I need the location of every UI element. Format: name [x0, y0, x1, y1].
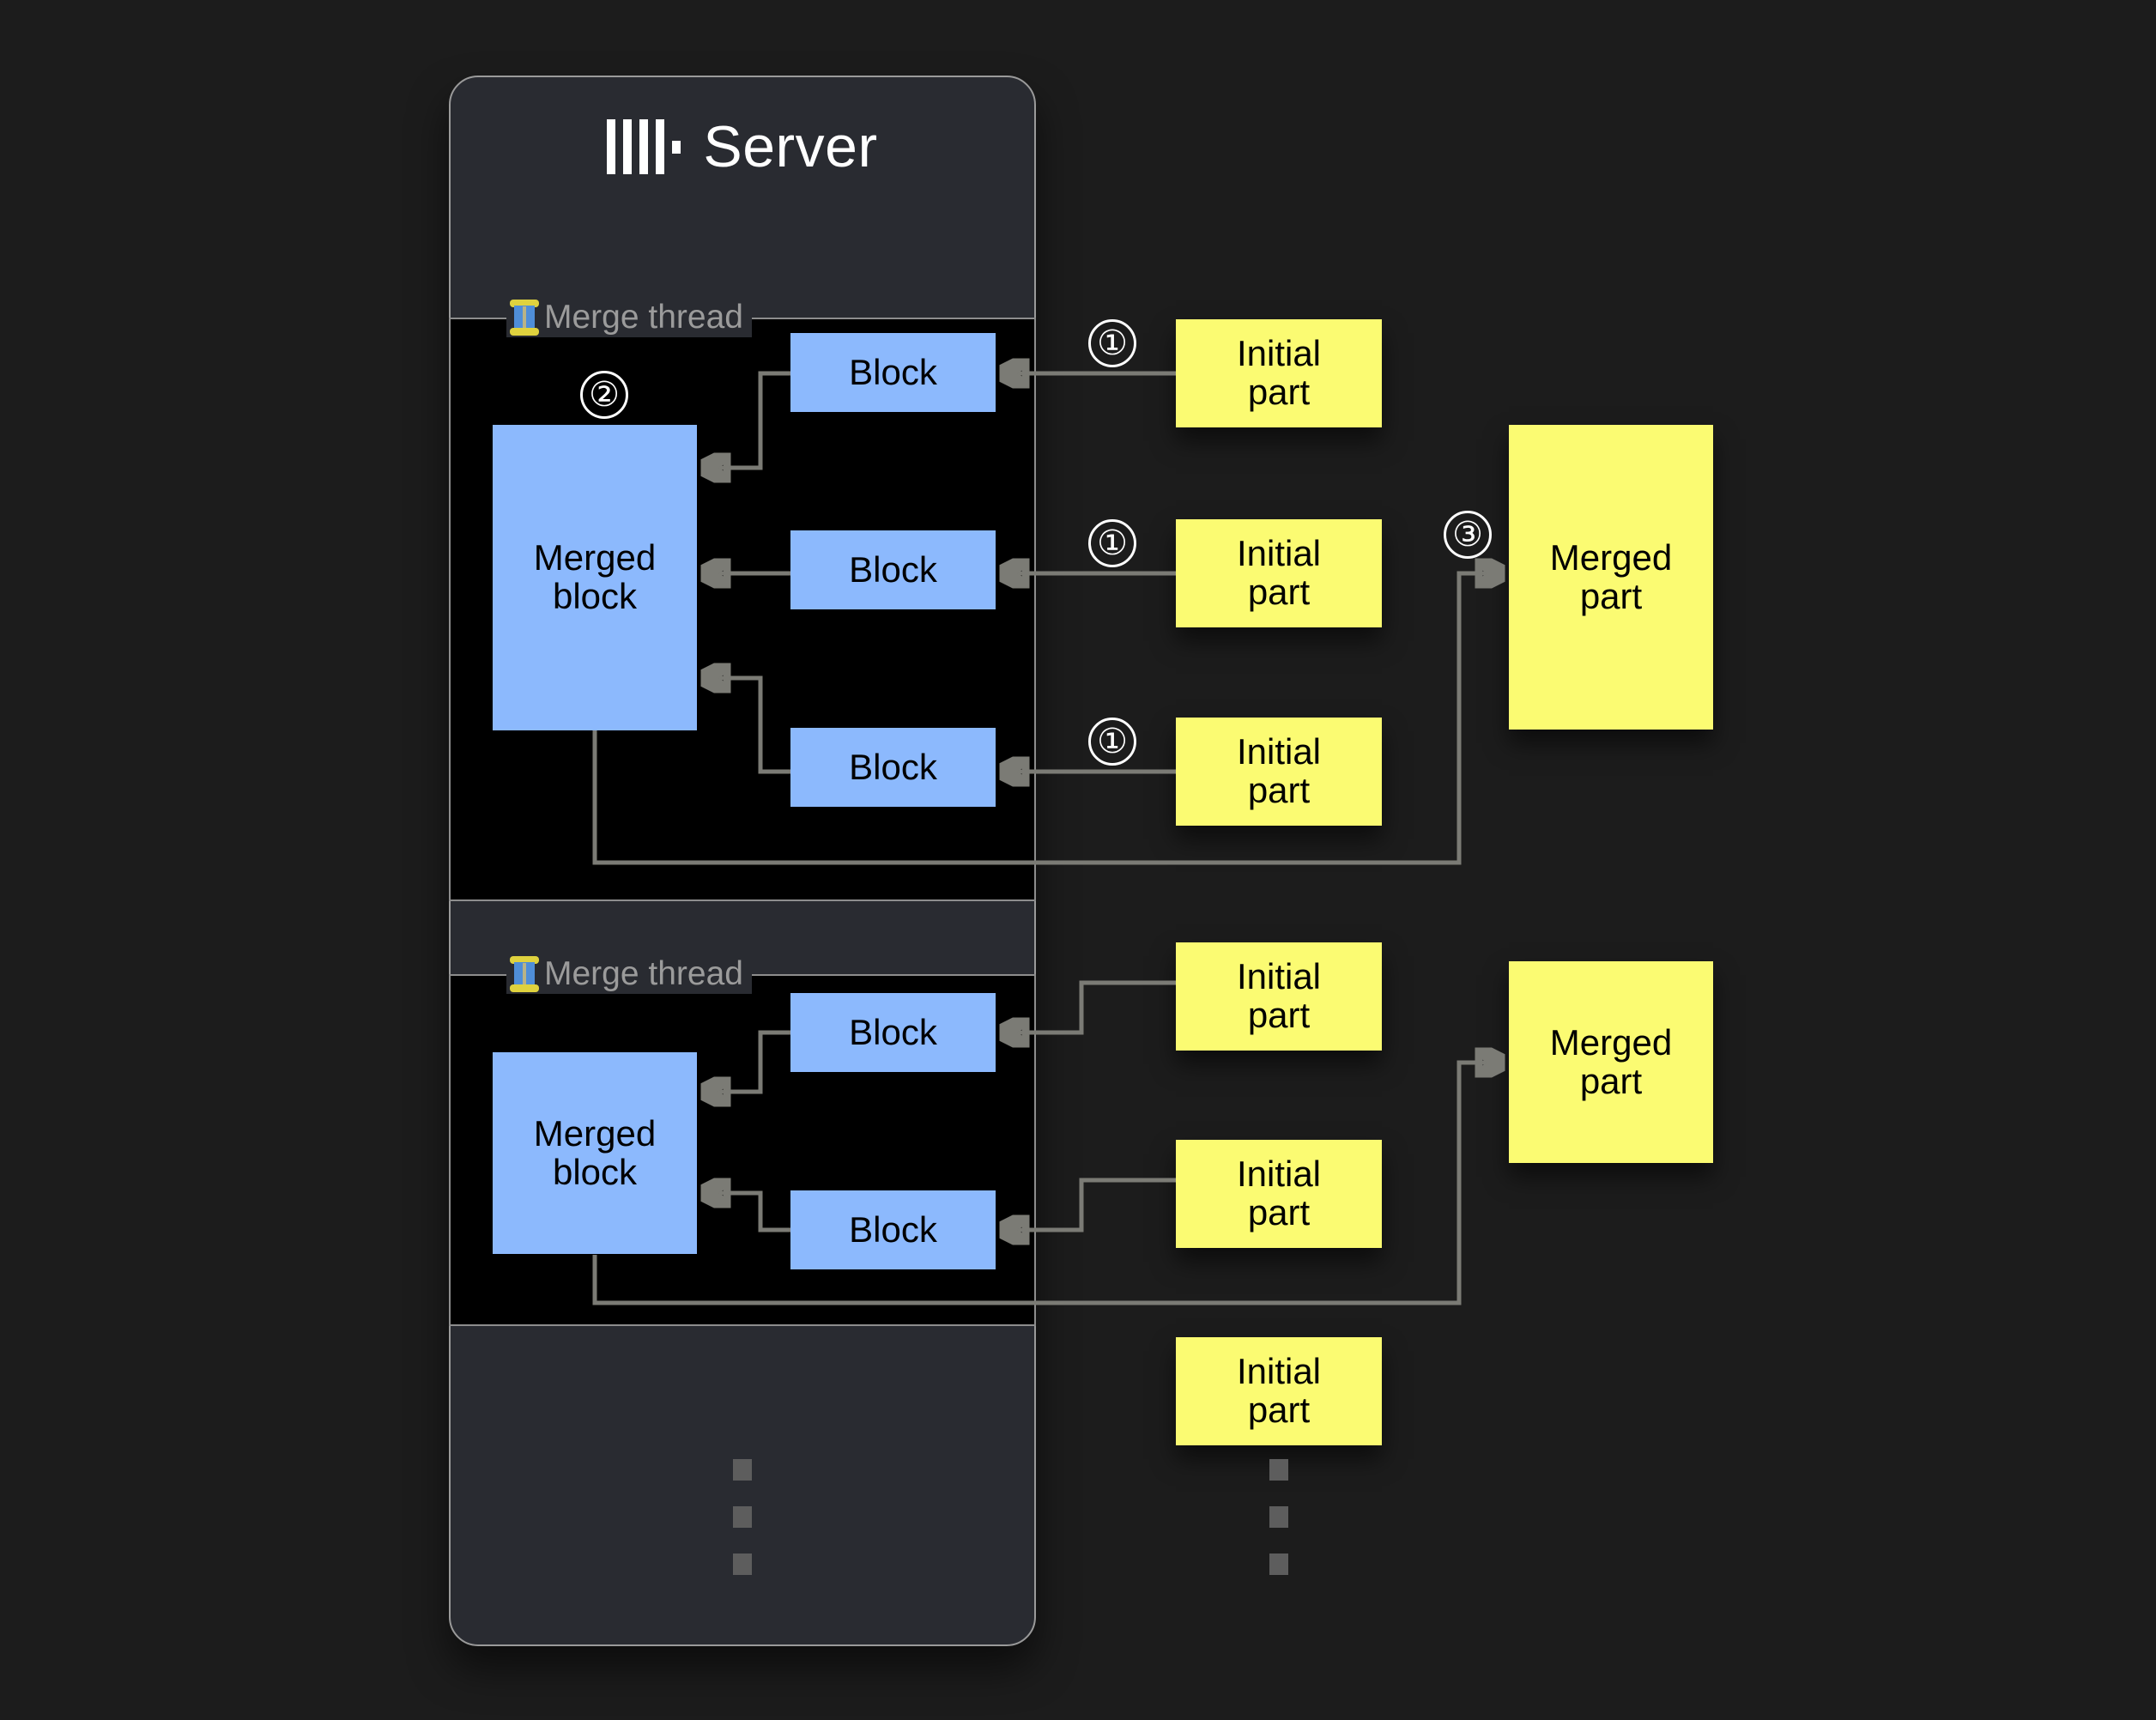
parts-column-ellipsis-icon	[1269, 1459, 1288, 1575]
block-1-1-label: Block	[849, 351, 937, 392]
merged-block-1: Merged block	[493, 425, 697, 730]
initial-part-2: Initial part	[1176, 519, 1382, 627]
initial-part-5-label: Initial part	[1236, 1154, 1322, 1232]
server-title: Server	[449, 110, 1036, 184]
merged-block-2: Merged block	[493, 1052, 697, 1254]
initial-part-3-label: Initial part	[1236, 731, 1322, 810]
block-2-2-label: Block	[849, 1208, 937, 1250]
block-2-1-label: Block	[849, 1011, 937, 1052]
merge-thread-label-2: Merge thread	[506, 954, 752, 994]
merged-part-1: Merged part	[1509, 425, 1713, 730]
thread-spool-icon	[510, 956, 539, 992]
initial-part-6-label: Initial part	[1236, 1351, 1322, 1430]
initial-part-5: Initial part	[1176, 1140, 1382, 1248]
initial-part-6: Initial part	[1176, 1337, 1382, 1445]
clickhouse-logo-icon	[607, 119, 681, 174]
thread-spool-icon	[510, 300, 539, 336]
block-1-3-label: Block	[849, 746, 937, 787]
block-1-3: Block	[790, 728, 996, 807]
block-1-1: Block	[790, 333, 996, 412]
block-1-2-label: Block	[849, 548, 937, 590]
step-marker-3: ③	[1444, 511, 1492, 559]
merge-thread-label-text: Merge thread	[544, 955, 743, 992]
server-column-ellipsis-icon	[733, 1459, 752, 1575]
step-marker-2: ②	[580, 371, 628, 419]
merge-thread-label-text: Merge thread	[544, 299, 743, 336]
block-1-2: Block	[790, 530, 996, 609]
initial-part-3: Initial part	[1176, 718, 1382, 826]
initial-part-1: Initial part	[1176, 319, 1382, 427]
initial-part-4: Initial part	[1176, 942, 1382, 1051]
block-2-1: Block	[790, 993, 996, 1072]
merged-part-2: Merged part	[1509, 961, 1713, 1163]
step-marker-1-a: ①	[1088, 319, 1136, 367]
merged-block-1-label: Merged block	[533, 537, 657, 616]
block-2-2: Block	[790, 1190, 996, 1269]
merge-thread-label-1: Merge thread	[506, 298, 752, 337]
merged-part-2-label: Merged part	[1549, 1021, 1673, 1101]
step-marker-1-c: ①	[1088, 718, 1136, 766]
initial-part-2-label: Initial part	[1236, 533, 1322, 612]
merged-part-1-label: Merged part	[1549, 536, 1673, 616]
step-marker-1-b: ①	[1088, 519, 1136, 567]
initial-part-1-label: Initial part	[1236, 333, 1322, 412]
initial-part-4-label: Initial part	[1236, 956, 1322, 1035]
server-title-text: Server	[703, 114, 878, 179]
merged-block-2-label: Merged block	[533, 1112, 657, 1192]
